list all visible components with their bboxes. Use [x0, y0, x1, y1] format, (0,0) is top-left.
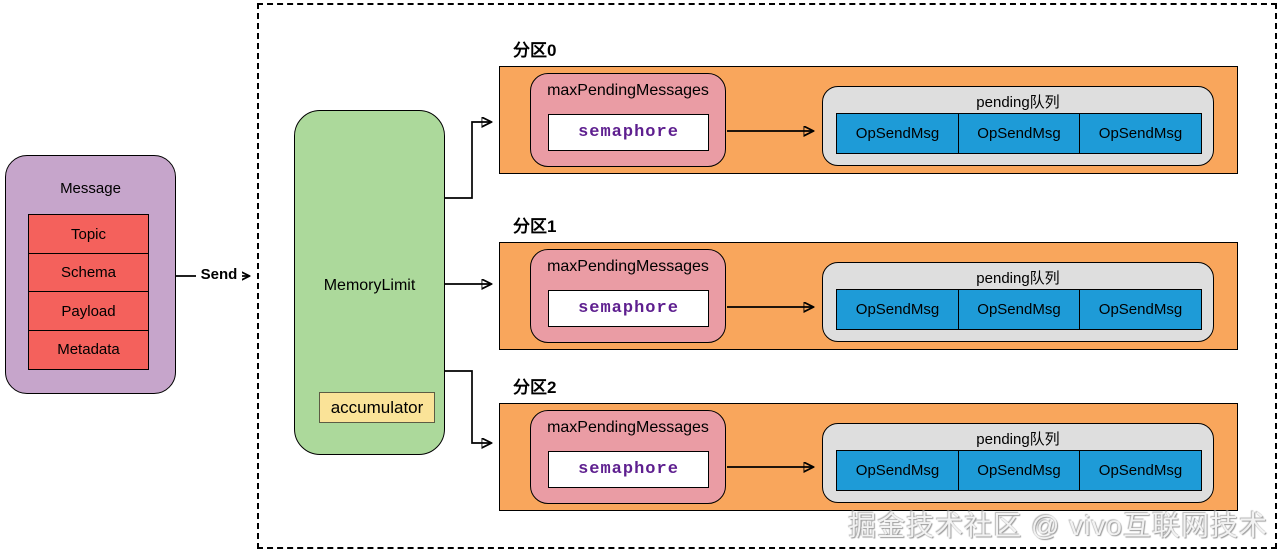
message-field-schema: Schema — [28, 252, 149, 293]
partition-0-max-pending-box: maxPendingMessages semaphore — [530, 73, 726, 167]
memory-limit-label: MemoryLimit — [323, 277, 416, 294]
op-send-msg-cell: OpSendMsg — [1079, 113, 1202, 154]
semaphore-label: semaphore — [578, 299, 679, 318]
partition-1-max-pending-box: maxPendingMessages semaphore — [530, 249, 726, 343]
partition-0-pending-queue: pending队列 OpSendMsg OpSendMsg OpSendMsg — [822, 86, 1214, 166]
pending-queue-row: OpSendMsg OpSendMsg OpSendMsg — [836, 289, 1202, 330]
message-title: Message — [60, 180, 121, 197]
semaphore-label: semaphore — [578, 460, 679, 479]
op-send-msg-cell: OpSendMsg — [957, 113, 1081, 154]
pending-queue-title: pending队列 — [976, 94, 1060, 111]
message-fields: Topic Schema Payload Metadata — [28, 214, 149, 370]
watermark-text: 掘金技术社区 @ vivo互联网技术 — [848, 510, 1268, 541]
message-field-topic: Topic — [28, 214, 149, 254]
semaphore-box: semaphore — [548, 114, 709, 151]
op-send-msg-cell: OpSendMsg — [836, 289, 959, 330]
send-arrow-label: Send — [196, 266, 242, 283]
op-send-msg-cell: OpSendMsg — [836, 450, 959, 491]
partition-2-max-pending-box: maxPendingMessages semaphore — [530, 410, 726, 504]
producer-dashed-boundary — [257, 3, 1277, 549]
op-send-msg-cell: OpSendMsg — [957, 289, 1081, 330]
message-box: Message Topic Schema Payload Metadata — [5, 155, 176, 394]
op-send-msg-cell: OpSendMsg — [836, 113, 959, 154]
op-send-msg-cell: OpSendMsg — [957, 450, 1081, 491]
partition-0-label: 分区0 — [513, 41, 557, 60]
op-send-msg-cell: OpSendMsg — [1079, 450, 1202, 491]
partition-1: 分区1 maxPendingMessages semaphore pending… — [499, 217, 1238, 350]
partition-0: 分区0 maxPendingMessages semaphore pending… — [499, 41, 1238, 174]
semaphore-label: semaphore — [578, 123, 679, 142]
message-field-payload: Payload — [28, 291, 149, 331]
accumulator-box: accumulator — [319, 392, 435, 423]
partition-1-label: 分区1 — [513, 217, 557, 236]
partition-2: 分区2 maxPendingMessages semaphore pending… — [499, 378, 1238, 511]
op-send-msg-cell: OpSendMsg — [1079, 289, 1202, 330]
pending-queue-title: pending队列 — [976, 431, 1060, 448]
max-pending-messages-label: maxPendingMessages — [547, 419, 709, 436]
partition-1-pending-queue: pending队列 OpSendMsg OpSendMsg OpSendMsg — [822, 262, 1214, 342]
semaphore-box: semaphore — [548, 290, 709, 327]
max-pending-messages-label: maxPendingMessages — [547, 82, 709, 99]
pending-queue-row: OpSendMsg OpSendMsg OpSendMsg — [836, 113, 1202, 154]
pending-queue-title: pending队列 — [976, 270, 1060, 287]
partition-2-label: 分区2 — [513, 378, 557, 397]
memory-limit-box: MemoryLimit accumulator — [294, 110, 445, 455]
message-field-metadata: Metadata — [28, 329, 149, 370]
partition-2-pending-queue: pending队列 OpSendMsg OpSendMsg OpSendMsg — [822, 423, 1214, 503]
pending-queue-row: OpSendMsg OpSendMsg OpSendMsg — [836, 450, 1202, 491]
max-pending-messages-label: maxPendingMessages — [547, 258, 709, 275]
semaphore-box: semaphore — [548, 451, 709, 488]
